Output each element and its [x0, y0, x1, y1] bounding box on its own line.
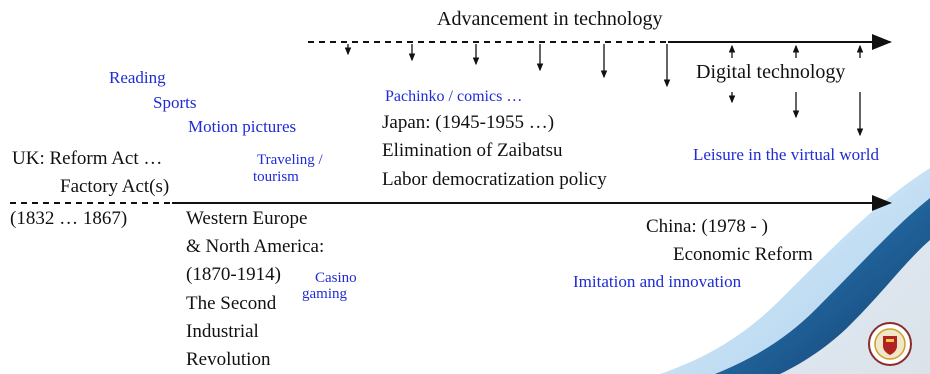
pachinko-comics-label: Pachinko / comics …	[385, 88, 523, 105]
imitation-innovation-label: Imitation and innovation	[573, 272, 742, 291]
uk-reform-act-label: UK: Reform Act …	[12, 148, 163, 169]
casino-label: Casino	[315, 270, 357, 286]
technology-down-arrows	[344, 44, 671, 88]
uk-factory-act-label: Factory Act(s)	[60, 176, 170, 197]
west-second-label: The Second	[186, 293, 277, 314]
motion-pictures-label: Motion pictures	[188, 117, 297, 136]
west-revolution-label: Revolution	[186, 349, 271, 370]
digital-up-arrows	[728, 44, 864, 58]
digital-down-arrows	[728, 92, 864, 137]
sports-label: Sports	[153, 93, 197, 112]
west-industrial-label: Industrial	[186, 321, 259, 342]
china-years-label: China: (1978 - )	[646, 216, 768, 237]
virtual-leisure-label: Leisure in the virtual world	[693, 145, 880, 164]
technology-axis-label: Advancement in technology	[437, 8, 663, 30]
gaming-label: gaming	[302, 286, 347, 302]
tourism-label: tourism	[253, 169, 299, 185]
west-region-label-2: & North America:	[186, 236, 325, 257]
uk-years-label: (1832 … 1867)	[10, 208, 128, 229]
west-region-label: Western Europe	[186, 208, 308, 229]
digital-technology-label: Digital technology	[696, 61, 846, 83]
reading-label: Reading	[109, 68, 166, 87]
traveling-label: Traveling /	[257, 152, 323, 168]
west-years-label: (1870-1914)	[186, 264, 281, 285]
japan-zaibatsu-label: Elimination of Zaibatsu	[382, 140, 563, 161]
china-reform-label: Economic Reform	[673, 244, 813, 265]
japan-labor-policy-label: Labor democratization policy	[382, 169, 607, 190]
japan-years-label: Japan: (1945-1955 …)	[382, 112, 555, 133]
